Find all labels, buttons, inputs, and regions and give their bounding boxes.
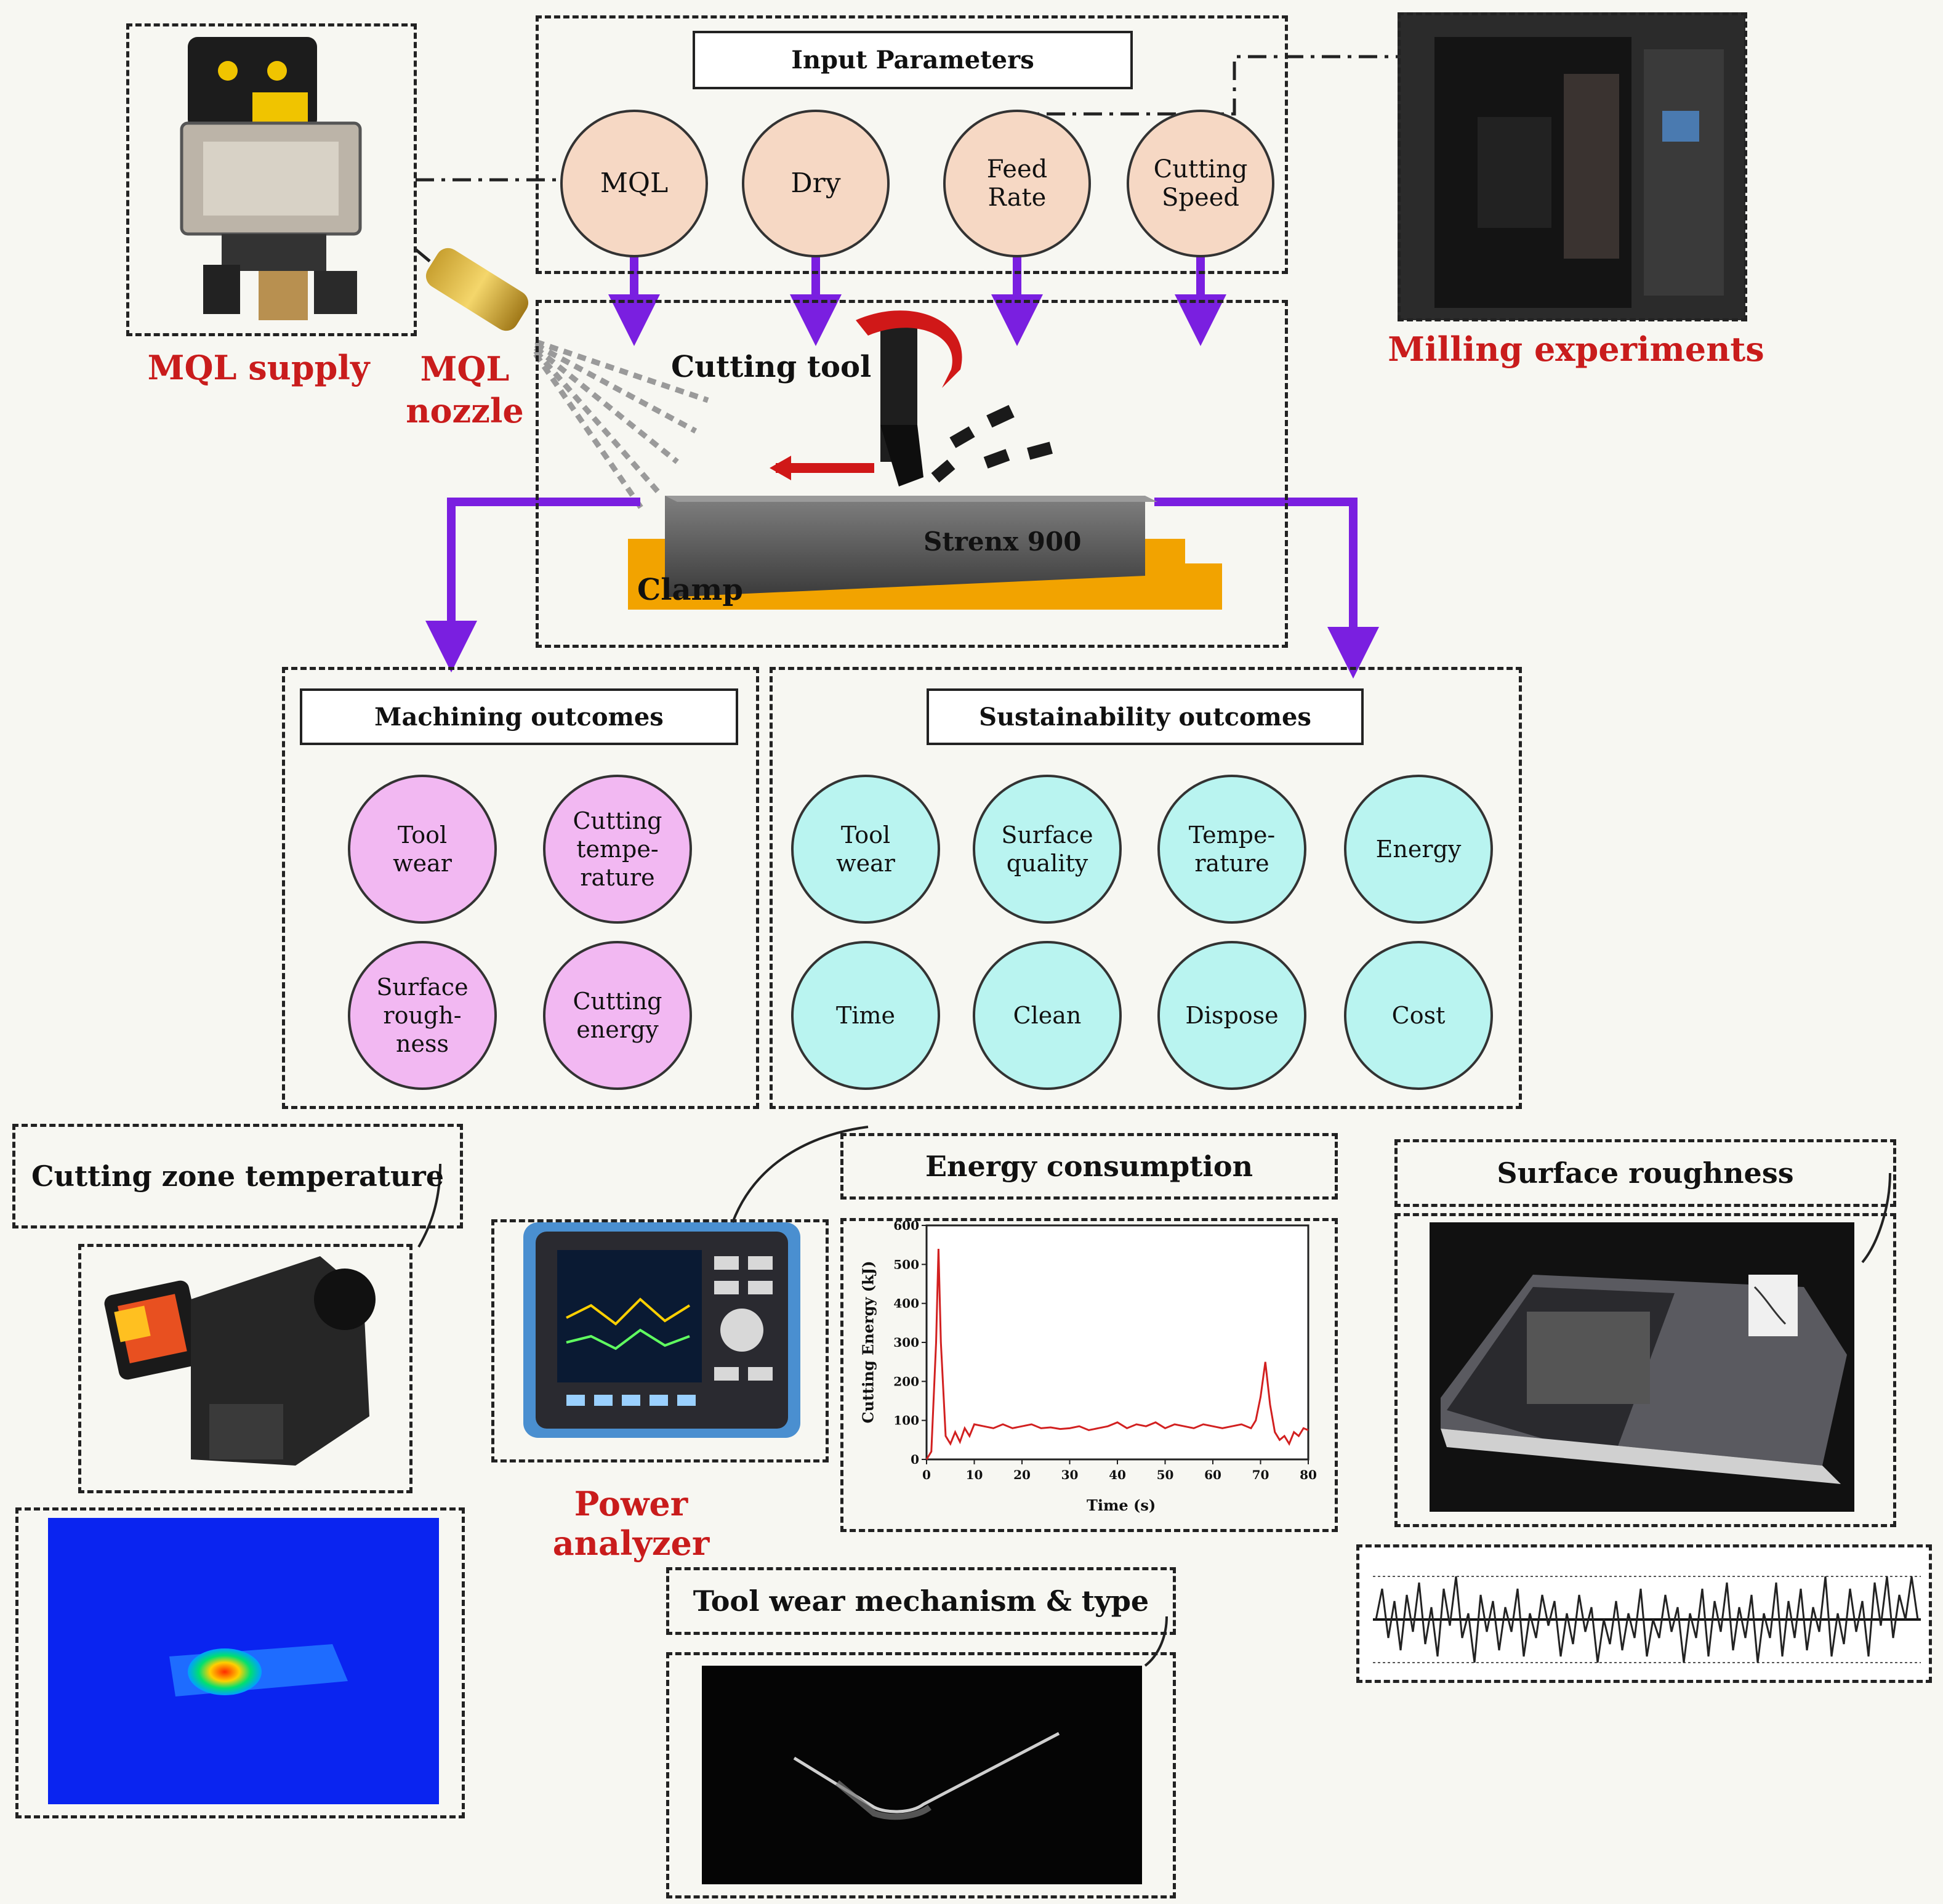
cutting-tool-illustration	[770, 310, 1053, 486]
label-clamp: Clamp	[637, 573, 743, 607]
milling-photo-frame	[1398, 12, 1747, 321]
x-tick-label: 60	[1204, 1467, 1221, 1482]
tool-wear-title-frame	[666, 1567, 1176, 1635]
profilometer-illustration	[1430, 1222, 1854, 1512]
sustainability-clean: Clean	[973, 941, 1122, 1090]
y-tick-label: 300	[893, 1335, 919, 1350]
label-cutting-tool: Cutting tool	[671, 350, 872, 384]
machining-tool-wear: Tool wear	[348, 775, 497, 924]
label-mql-nozzle: MQL nozzle	[406, 349, 524, 430]
x-tick-label: 80	[1300, 1467, 1317, 1482]
machining-cutting-energy: Cutting energy	[543, 941, 692, 1090]
y-tick-label: 200	[893, 1374, 919, 1389]
output-arrows	[425, 498, 1379, 679]
label-mql-supply: MQL supply	[147, 348, 370, 387]
input-cutting-speed: Cutting Speed	[1127, 110, 1274, 257]
sustainability-cost: Cost	[1344, 941, 1493, 1090]
y-tick-label: 0	[911, 1452, 919, 1467]
sustainability-surface-quality: Surface quality	[973, 775, 1122, 924]
mql-supply-photo-frame	[126, 23, 417, 336]
panel-title-cutting-zone-temperature: Cutting zone temperature	[31, 1160, 445, 1193]
thermal-camera-illustration	[104, 1256, 376, 1466]
panel-title-tool-wear: Tool wear mechanism & type	[693, 1584, 1149, 1618]
mql-nozzle-illustration	[425, 248, 709, 513]
leader-curves	[417, 1163, 1891, 1667]
sustainability-dispose: Dispose	[1157, 941, 1306, 1090]
label-workpiece: Strenx 900	[923, 526, 1082, 557]
input-mql: MQL	[560, 110, 708, 257]
surface-roughness-title-frame	[1394, 1139, 1896, 1207]
x-tick-label: 40	[1109, 1467, 1126, 1482]
cutting-zone-temperature-title-frame	[12, 1124, 463, 1228]
y-tick-label: 500	[893, 1257, 919, 1272]
machining-cutting-temperature: Cutting tempe- rature	[543, 775, 692, 924]
connector-lines	[414, 55, 1398, 266]
sustainability-temperature: Tempe- rature	[1157, 775, 1306, 924]
energy-chart-box	[840, 1218, 1338, 1532]
milling-machine-illustration	[1398, 12, 1745, 320]
y-tick-label: 100	[893, 1413, 919, 1428]
sustainability-outcomes-title: Sustainability outcomes	[927, 688, 1364, 745]
roughness-profile	[1358, 1546, 1931, 1681]
thermal-image	[48, 1518, 439, 1804]
tool-wear-image	[702, 1666, 1142, 1884]
process-group	[536, 300, 1288, 648]
input-parameters-title: Input Parameters	[693, 31, 1133, 89]
energy-chart-series	[925, 1248, 1309, 1460]
workpiece-illustration	[665, 496, 1157, 597]
input-parameters-group	[536, 15, 1288, 274]
x-tick-label: 70	[1252, 1467, 1269, 1482]
energy-series-line	[925, 1248, 1309, 1460]
roughness-profile-frame	[1356, 1544, 1932, 1683]
label-power-analyzer: Power analyzer	[552, 1484, 710, 1563]
profilometer-frame	[1394, 1213, 1896, 1527]
chart-xlabel: Time (s)	[1087, 1496, 1156, 1514]
thermal-camera-frame	[78, 1244, 412, 1493]
mql-supply-unit-illustration	[180, 37, 362, 320]
input-dry: Dry	[742, 110, 890, 257]
x-tick-label: 50	[1157, 1467, 1174, 1482]
x-tick-label: 10	[966, 1467, 983, 1482]
input-feed-rate: Feed Rate	[943, 110, 1091, 257]
machining-outcomes-title: Machining outcomes	[300, 688, 738, 745]
sustainability-tool-wear: Tool wear	[791, 775, 940, 924]
sustainability-energy: Energy	[1344, 775, 1493, 924]
label-milling-experiments: Milling experiments	[1388, 329, 1764, 369]
sustainability-time: Time	[791, 941, 940, 1090]
x-tick-label: 20	[1013, 1467, 1031, 1482]
x-tick-label: 0	[922, 1467, 931, 1482]
machining-outcomes-group	[282, 667, 759, 1109]
thermal-image-frame	[15, 1507, 465, 1818]
machining-surface-roughness: Surface rough- ness	[348, 941, 497, 1090]
energy-consumption-title-frame	[840, 1133, 1338, 1200]
y-tick-label: 400	[893, 1296, 919, 1311]
panel-title-surface-roughness: Surface roughness	[1497, 1156, 1794, 1190]
power-analyzer-illustration	[523, 1126, 869, 1438]
sustainability-outcomes-group	[770, 667, 1522, 1109]
tool-wear-image-frame	[666, 1652, 1176, 1898]
x-tick-label: 30	[1061, 1467, 1079, 1482]
chart-ylabel: Cutting Energy (kJ)	[859, 1261, 877, 1424]
panel-title-energy-consumption: Energy consumption	[925, 1150, 1253, 1183]
power-analyzer-frame	[491, 1219, 829, 1462]
